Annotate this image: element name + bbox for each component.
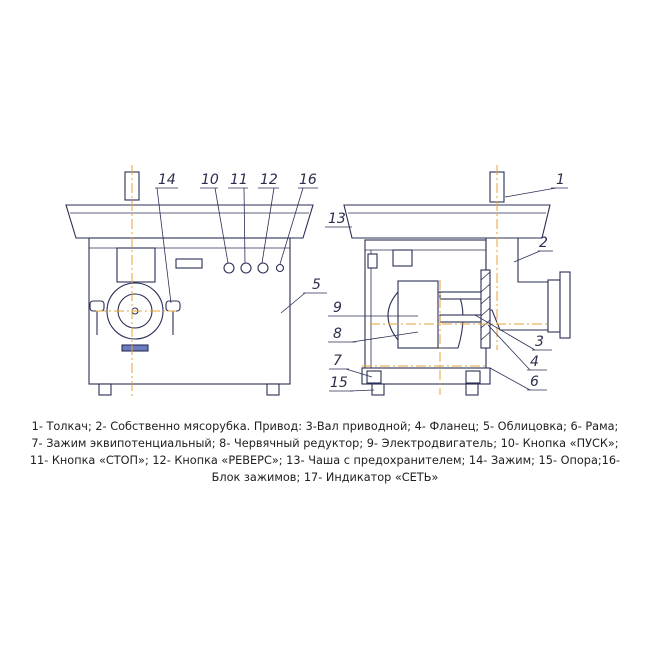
callout-15: 15: [330, 375, 348, 391]
callout-12: 12: [260, 172, 278, 188]
callout-4: 4: [530, 354, 539, 370]
callout-8: 8: [333, 326, 342, 342]
button-reverse: [257, 262, 269, 274]
side-frame: [361, 367, 491, 385]
front-foot-left: [98, 383, 112, 396]
legend-line-2: 7- Зажим эквипотенциальный; 8- Червячный…: [31, 437, 619, 450]
side-view: [343, 165, 571, 396]
legend-line-1: 1- Толкач; 2- Собственно мясорубка. Прив…: [31, 420, 619, 433]
callout-10: 10: [201, 172, 219, 188]
front-nameplate: [121, 344, 149, 352]
legend-line-3: 11- Кнопка «СТОП»; 12- Кнопка «РЕВЕРС»; …: [29, 454, 621, 467]
technical-drawing: 14 10 11 12 16 5 1 13 2 9 8 3 4 7 6 15: [65, 165, 571, 398]
callout-14: 14: [158, 172, 176, 188]
side-motor: [397, 280, 439, 349]
leader-lines: [155, 187, 568, 392]
button-start: [223, 262, 235, 274]
callouts: 14 10 11 12 16 5 1 13 2 9 8 3 4 7 6 15: [158, 172, 565, 391]
front-bowl: [65, 204, 314, 239]
front-foot-right: [266, 383, 280, 396]
parts-legend: 1- Толкач; 2- Собственно мясорубка. Прив…: [18, 418, 632, 486]
callout-11: 11: [230, 172, 248, 188]
callout-9: 9: [333, 300, 342, 316]
callout-5: 5: [312, 277, 321, 293]
callout-6: 6: [530, 374, 539, 390]
legend-line-4: Блок зажимов; 17- Индикатор «СЕТЬ»: [211, 471, 439, 484]
callout-16: 16: [299, 172, 317, 188]
callout-2: 2: [539, 235, 548, 251]
side-bowl: [343, 204, 551, 239]
callout-1: 1: [556, 172, 565, 188]
indicator-power: [275, 263, 285, 273]
button-stop: [240, 262, 252, 274]
side-flange: [480, 269, 491, 349]
callout-7: 7: [333, 353, 342, 369]
callout-3: 3: [535, 334, 544, 350]
callout-13: 13: [328, 211, 346, 227]
front-view: [65, 165, 314, 398]
